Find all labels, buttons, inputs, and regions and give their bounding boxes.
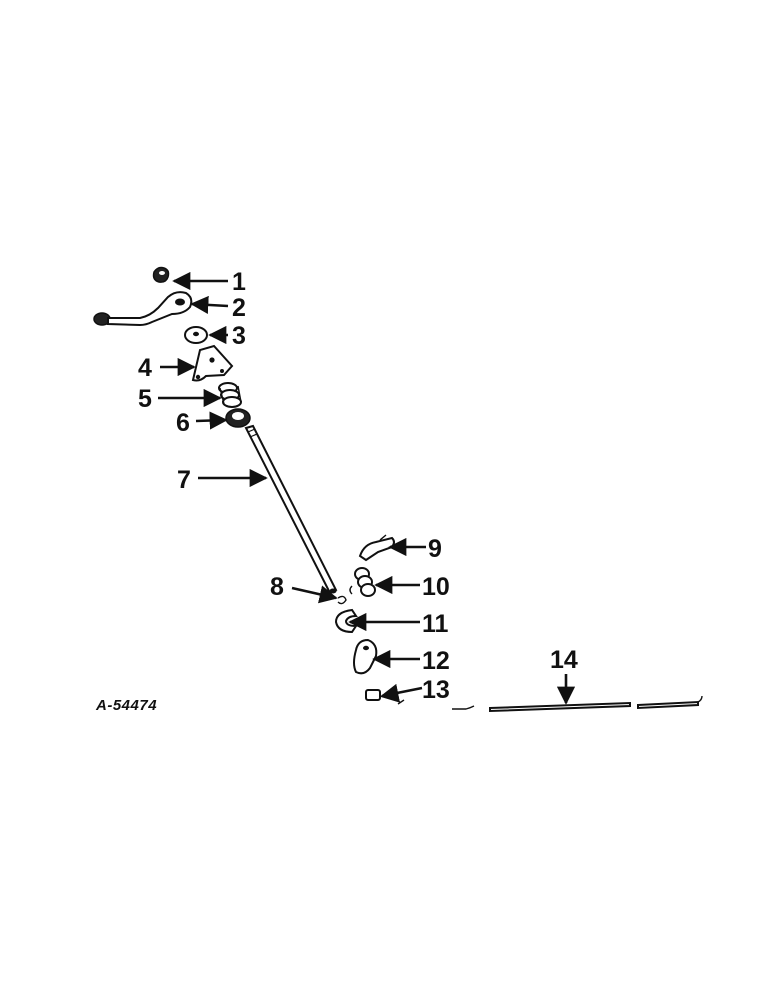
part-14-rod bbox=[452, 695, 703, 713]
callout-6: 6 bbox=[176, 409, 190, 437]
callout-13: 13 bbox=[422, 676, 450, 704]
part-5-spring bbox=[218, 382, 242, 408]
callout-14: 14 bbox=[550, 646, 578, 674]
callout-8: 8 bbox=[270, 573, 284, 601]
callout-3: 3 bbox=[232, 322, 246, 350]
callout-arrow-6 bbox=[195, 411, 228, 430]
callout-arrow-13 bbox=[380, 683, 423, 702]
figure-code: A-54474 bbox=[95, 697, 157, 714]
callout-7: 7 bbox=[177, 466, 191, 494]
part-8-pin bbox=[337, 595, 347, 605]
callout-arrow-8 bbox=[291, 585, 338, 604]
part-9-clip bbox=[358, 534, 395, 562]
callout-10: 10 bbox=[422, 573, 450, 601]
callout-4: 4 bbox=[138, 354, 152, 382]
callout-11: 11 bbox=[422, 610, 449, 638]
part-7-shift-rod bbox=[244, 424, 338, 595]
part-4-bracket bbox=[191, 344, 234, 382]
part-6-seal bbox=[225, 408, 251, 428]
callout-9: 9 bbox=[428, 535, 442, 563]
part-12-shift-finger bbox=[353, 638, 378, 675]
part-3-washer bbox=[184, 326, 208, 344]
callout-arrow-2 bbox=[190, 295, 229, 314]
part-1-knob bbox=[152, 266, 170, 283]
callout-5: 5 bbox=[138, 385, 152, 413]
part-2-shift-lever bbox=[93, 291, 193, 327]
part-10-spring bbox=[349, 567, 376, 597]
callout-12: 12 bbox=[422, 647, 450, 675]
callout-1: 1 bbox=[232, 268, 246, 296]
callout-2: 2 bbox=[232, 294, 246, 322]
